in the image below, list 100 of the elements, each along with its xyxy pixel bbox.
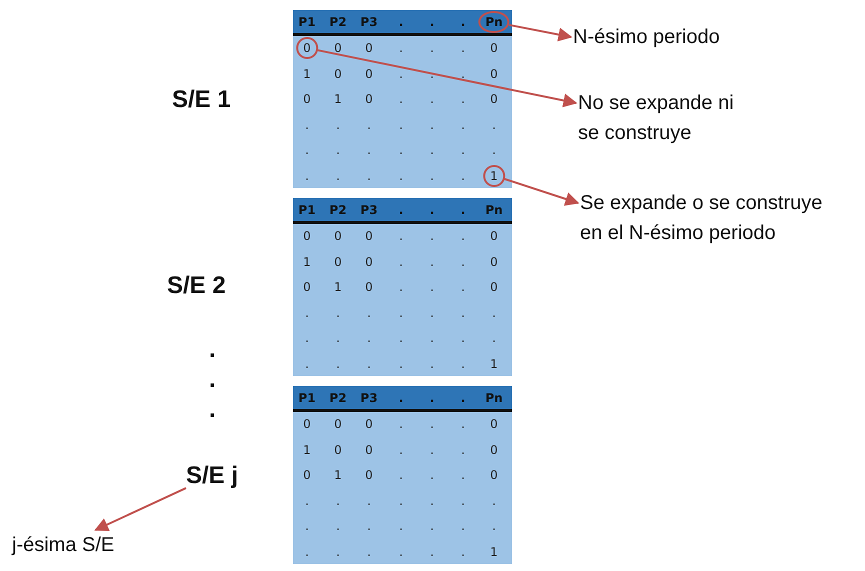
column-header: P3: [360, 202, 378, 218]
table-value: .: [430, 142, 434, 158]
table-value: .: [305, 116, 309, 132]
table-value: .: [399, 518, 403, 534]
column-header: P2: [329, 14, 347, 30]
table-value: 0: [365, 279, 373, 295]
table-value: 0: [365, 467, 373, 483]
column-header: P1: [298, 390, 316, 406]
table-value: 0: [334, 416, 342, 432]
table-value: .: [492, 116, 496, 132]
column-header: Pn: [485, 390, 503, 406]
table-value: 0: [303, 467, 311, 483]
table-value: 0: [490, 66, 498, 82]
table-value: .: [367, 492, 371, 508]
table-value: 0: [334, 228, 342, 244]
section-label: S/E j: [186, 462, 238, 490]
table-value: .: [430, 467, 434, 483]
circled-value: 1: [483, 164, 505, 186]
table-value: .: [336, 544, 340, 560]
table-value: 0: [334, 40, 342, 56]
table-value: .: [430, 254, 434, 270]
column-header: .: [460, 14, 466, 30]
ellipsis-dot: .: [209, 366, 216, 394]
table-value: 0: [490, 254, 498, 270]
callout-text: N-ésimo periodo: [573, 22, 720, 52]
table-value: .: [367, 544, 371, 560]
table-value: .: [430, 116, 434, 132]
table-value: .: [461, 442, 465, 458]
table-value: .: [492, 330, 496, 346]
table-value: .: [461, 116, 465, 132]
table-value: .: [399, 356, 403, 372]
table-value: 0: [490, 442, 498, 458]
table-value: 0: [490, 91, 498, 107]
table-value: .: [399, 492, 403, 508]
table-value: .: [399, 467, 403, 483]
table-value: .: [430, 168, 434, 184]
table-value: .: [336, 142, 340, 158]
table-value: .: [399, 330, 403, 346]
arrow: [504, 178, 580, 206]
table-value: .: [430, 91, 434, 107]
section-label: S/E 1: [172, 86, 231, 114]
ellipsis-dot: .: [209, 396, 216, 424]
column-header: .: [398, 390, 404, 406]
column-header: P3: [360, 14, 378, 30]
column-header: .: [398, 14, 404, 30]
column-header: .: [430, 202, 434, 218]
table-value: .: [430, 492, 434, 508]
table-value: .: [492, 492, 496, 508]
table-value: .: [336, 330, 340, 346]
table-value: .: [430, 442, 434, 458]
table-value: .: [336, 304, 340, 320]
circled-value: 0: [296, 37, 318, 59]
table-value: 1: [303, 442, 311, 458]
column-header: .: [398, 202, 404, 218]
table-value: .: [461, 168, 465, 184]
table-value: .: [399, 116, 403, 132]
table-value: 0: [365, 442, 373, 458]
table-value: .: [461, 142, 465, 158]
table-value: .: [461, 356, 465, 372]
table-value: .: [399, 168, 403, 184]
table-value: .: [367, 518, 371, 534]
table-value: .: [399, 66, 403, 82]
table-value: 0: [490, 40, 498, 56]
table-value: .: [336, 356, 340, 372]
table-value: .: [461, 254, 465, 270]
table-value: .: [367, 168, 371, 184]
column-header: .: [430, 14, 434, 30]
table-value: .: [399, 40, 403, 56]
table-value: 0: [334, 254, 342, 270]
table-value: .: [430, 66, 434, 82]
table-value: .: [336, 116, 340, 132]
table-value: 0: [303, 416, 311, 432]
table-value: .: [399, 254, 403, 270]
table-value: .: [461, 518, 465, 534]
table-value: 0: [334, 442, 342, 458]
table-value: 0: [334, 66, 342, 82]
table-value: .: [399, 544, 403, 560]
table-value: .: [430, 544, 434, 560]
table-value: .: [430, 304, 434, 320]
table-value: .: [336, 168, 340, 184]
table-value: 0: [365, 416, 373, 432]
table-value: .: [461, 279, 465, 295]
table-value: .: [399, 304, 403, 320]
table-value: 1: [490, 544, 498, 560]
table-value: .: [492, 518, 496, 534]
table-value: .: [399, 228, 403, 244]
table-value: .: [305, 304, 309, 320]
table-value: .: [430, 279, 434, 295]
table-value: 0: [365, 254, 373, 270]
table-value: .: [461, 416, 465, 432]
table-value: 0: [365, 91, 373, 107]
column-header: P2: [329, 202, 347, 218]
table-value: 0: [303, 91, 311, 107]
table-value: .: [305, 544, 309, 560]
table-value: .: [461, 330, 465, 346]
table-value: .: [367, 116, 371, 132]
table-value: 0: [490, 416, 498, 432]
table-value: .: [305, 356, 309, 372]
table-value: .: [430, 228, 434, 244]
table-value: .: [461, 91, 465, 107]
